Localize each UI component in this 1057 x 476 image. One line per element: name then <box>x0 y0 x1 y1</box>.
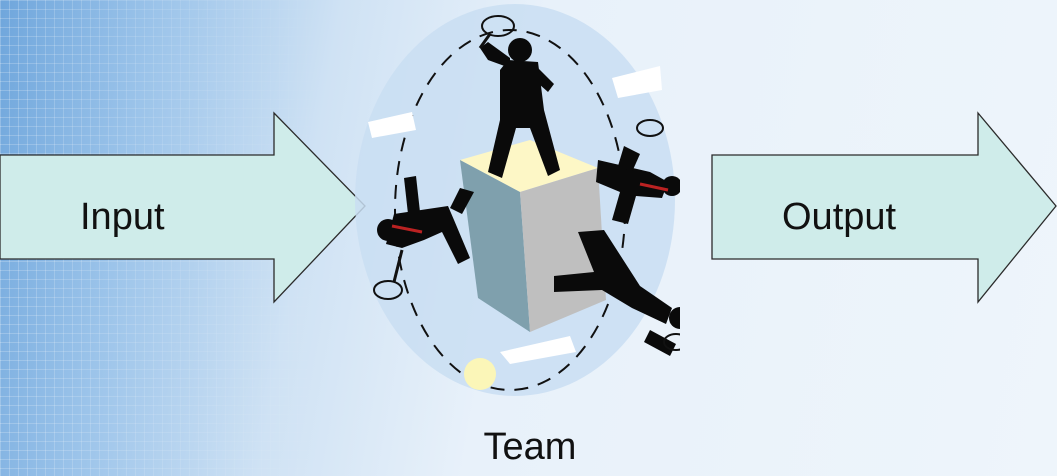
team-label: Team <box>483 426 577 468</box>
output-label: Output <box>782 196 897 238</box>
output-arrow <box>711 111 1057 304</box>
input-arrow <box>0 111 366 304</box>
input-label: Input <box>80 196 165 238</box>
team-clipart-icon <box>355 4 680 396</box>
